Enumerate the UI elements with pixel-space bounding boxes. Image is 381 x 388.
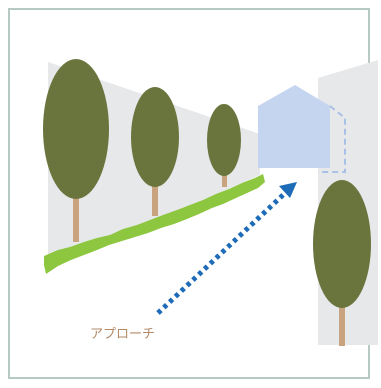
hedge	[44, 174, 265, 274]
approach-label: アプローチ	[90, 327, 155, 342]
tree-icon	[131, 87, 179, 216]
tree-icon	[207, 104, 241, 187]
approach-arrow-icon	[156, 182, 297, 315]
house-icon	[258, 85, 346, 173]
tree-icon	[43, 59, 109, 242]
tree-icon	[313, 180, 371, 346]
